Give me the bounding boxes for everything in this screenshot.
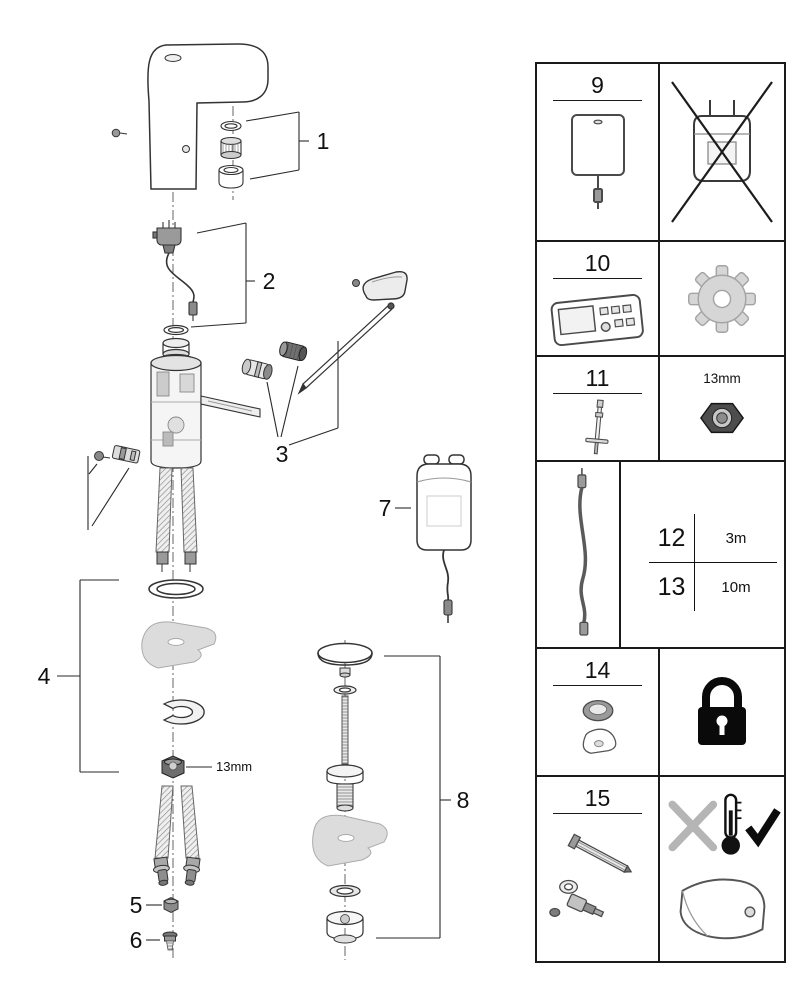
sensor-seal-icon	[582, 699, 616, 754]
gray-cross-icon	[668, 800, 718, 852]
faucet-spout-body	[147, 43, 269, 190]
callout-4-label: 4	[38, 663, 51, 689]
part-number-10: 10	[552, 250, 643, 279]
lever-screw	[352, 279, 360, 287]
drain-washer	[333, 685, 357, 695]
cover-plate-icon	[679, 878, 766, 940]
cell-cable	[537, 462, 621, 649]
cell-part-10: 10	[537, 242, 660, 357]
solenoid-plug-cable	[152, 220, 198, 321]
spare-parts-table: 9	[535, 62, 786, 963]
lever-rod	[297, 302, 395, 395]
left-adapter-screw	[94, 451, 111, 461]
callout-1-label: 1	[317, 128, 330, 154]
remote-control-icon	[550, 294, 644, 347]
adapter-cable	[442, 549, 453, 623]
callout-5-label: 5	[130, 892, 143, 918]
extension-cable-icon	[577, 468, 589, 636]
service-tool-icon	[584, 399, 609, 455]
callout-6-label: 6	[130, 927, 143, 953]
padlock-icon	[698, 677, 746, 745]
exploded-view-drawing: 1 2 3 4 5 6 7 8 13mm	[38, 43, 472, 960]
callout-3-label: 3	[276, 441, 289, 467]
fitting-screws-icon	[548, 833, 632, 918]
mounting-nut-small	[163, 896, 179, 914]
check-valve	[241, 358, 273, 380]
lever-handle	[362, 270, 408, 301]
drain-seal	[329, 884, 361, 898]
callout-7-label: 7	[379, 495, 392, 521]
nut-size-label: 13mm	[216, 759, 252, 774]
drain-strainer	[326, 910, 364, 944]
mounting-plate	[200, 395, 261, 418]
cell-cable-lengths: 12 3m 13 10m	[621, 462, 784, 649]
callout-leaders	[57, 111, 451, 941]
hex-nut-icon	[699, 402, 745, 434]
cell-part-15: 15	[537, 777, 660, 961]
oring-small	[163, 324, 189, 336]
cell-part-9: 9	[537, 64, 660, 242]
mounting-screw-bottom	[162, 931, 178, 951]
drain-rod	[341, 695, 349, 765]
part-number-11: 11	[552, 365, 643, 394]
valve-body	[150, 337, 202, 469]
crossed-out-plug-icon	[671, 81, 773, 223]
check-mark-icon	[745, 808, 781, 848]
cell-lock	[660, 649, 784, 777]
base-oring	[148, 579, 204, 599]
cable-length-13: 10m	[721, 578, 751, 596]
cable-length-table: 12 3m 13 10m	[649, 514, 777, 611]
drain-clamp-ghost	[312, 814, 388, 867]
inlet-filter	[279, 341, 308, 362]
power-adapter	[416, 454, 472, 551]
hex-nut-13mm	[161, 755, 185, 779]
part-number-9: 9	[552, 72, 643, 101]
supply-hose-left	[152, 785, 174, 886]
valve-hoses	[155, 467, 198, 572]
part-number-13: 13	[649, 563, 695, 611]
drain-flange	[326, 764, 364, 812]
thermometer-check-icon	[668, 793, 781, 855]
drain-cap	[317, 642, 373, 678]
cross-out	[671, 81, 773, 223]
cable-length-12: 3m	[725, 529, 747, 547]
battery-power-box-icon	[570, 114, 625, 209]
cell-part-11: 11	[537, 357, 660, 462]
part-number-14: 14	[552, 657, 643, 686]
cell-temperature	[660, 777, 784, 961]
cell-part-14: 14	[537, 649, 660, 777]
horseshoe-washer	[162, 699, 205, 725]
cell-nut-13mm: 13mm	[660, 357, 784, 462]
supply-hose-right	[180, 785, 201, 886]
cell-settings	[660, 242, 784, 357]
part-number-12: 12	[649, 514, 695, 562]
cell-no-mains	[660, 64, 784, 242]
part-number-15: 15	[552, 785, 643, 814]
left-adapter-cartridge	[111, 445, 141, 464]
mounting-screw	[111, 128, 128, 138]
thermometer-icon	[721, 793, 742, 855]
aerator-parts	[218, 120, 244, 189]
nut-size-label-table: 13mm	[703, 371, 741, 386]
callout-8-label: 8	[457, 787, 470, 813]
callout-2-label: 2	[263, 268, 276, 294]
gear-icon	[688, 264, 756, 333]
mounting-clamp-ghost	[141, 621, 217, 669]
